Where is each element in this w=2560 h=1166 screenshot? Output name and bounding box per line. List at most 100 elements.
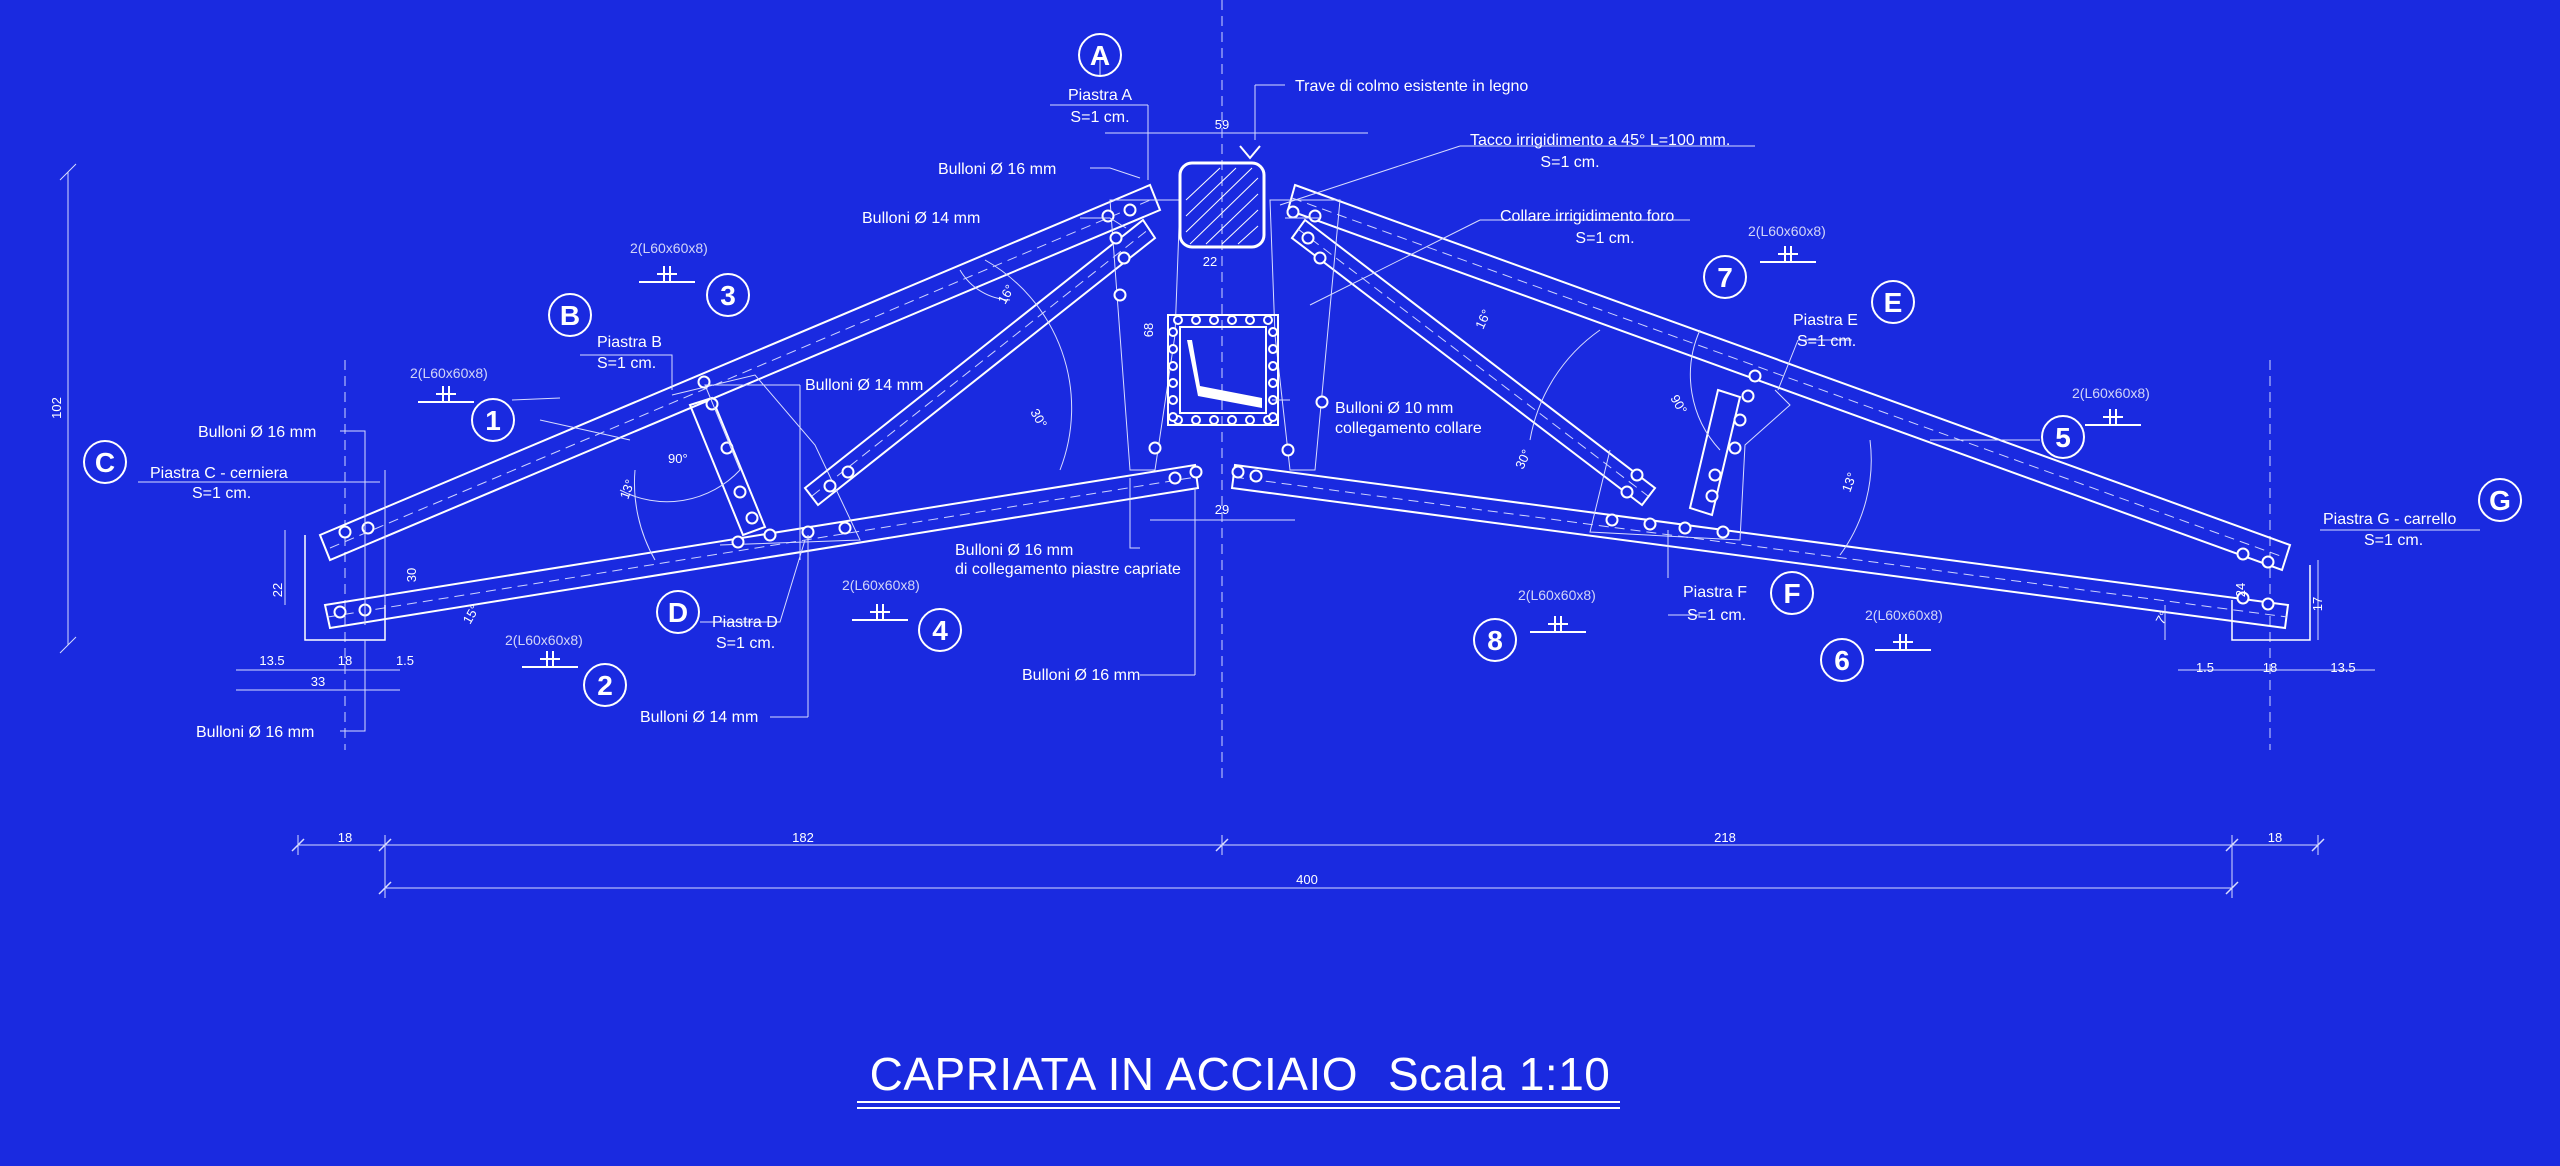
label-bulloni16-center: Bulloni Ø 16 mm [955, 542, 1073, 559]
collar-ring [1167, 314, 1279, 426]
center-axis [344, 0, 2271, 780]
scale-text: Scala 1:10 [1388, 1048, 1610, 1100]
bolt [1168, 412, 1178, 422]
label-collegamento-piastre: di collegamento piastre capriate [955, 561, 1181, 578]
label-piastra-b: Piastra B [597, 334, 662, 351]
label-piastra-f: Piastra F [1683, 584, 1747, 601]
bolt [841, 465, 855, 479]
section-label-8: 2(L60x60x8) [1865, 607, 1943, 623]
dimension-texts: 59 22 68 29 102 22 30 13.5 18 1.5 33 1.5… [49, 117, 2356, 887]
section-label-7: 2(L60x60x8) [1518, 587, 1596, 603]
dim-bottom-218: 218 [1714, 830, 1736, 845]
bolt [1113, 288, 1127, 302]
angle-90-left: 90° [668, 451, 688, 466]
dim-bottom-18-left: 18 [338, 830, 352, 845]
marker-n6: 6 [1820, 638, 1864, 682]
marker-d: D [656, 590, 700, 634]
bolt [1168, 471, 1182, 485]
angle-30-right: 30° [1512, 447, 1534, 471]
strut-left [688, 396, 767, 537]
diagonal-left [803, 218, 1157, 507]
bolt [1705, 489, 1719, 503]
angle-arcs [619, 259, 1872, 561]
label-piastra-c: Piastra C - cerniera [150, 465, 288, 482]
bolt [1733, 413, 1747, 427]
bolt [2261, 555, 2275, 569]
dimension-lines [59, 132, 2375, 898]
label-bulloni14-mid: Bulloni Ø 14 mm [805, 377, 923, 394]
bolt [2236, 591, 2250, 605]
bolt [1227, 415, 1237, 425]
bolt [1268, 344, 1278, 354]
annotations: Piastra A S=1 cm. Trave di colmo esisten… [150, 78, 2456, 741]
bolt-pattern [333, 203, 2275, 619]
angle-13-right: 13° [1839, 470, 1860, 494]
angle-section-symbol [852, 604, 908, 621]
section-label-6: 2(L60x60x8) [2072, 385, 2150, 401]
section-label-2: 2(L60x60x8) [410, 365, 488, 381]
angle-section-symbol [639, 266, 695, 283]
label-piastra-a: Piastra A [1068, 87, 1132, 104]
marker-label: F [1783, 578, 1800, 609]
bolt [333, 605, 347, 619]
label-bulloni16-left: Bulloni Ø 16 mm [198, 424, 316, 441]
dim-13-5-left: 13.5 [259, 653, 284, 668]
label-bulloni10: Bulloni Ø 10 mm [1335, 400, 1453, 417]
angle-16-left: 16° [995, 282, 1018, 307]
marker-label: 4 [932, 615, 948, 646]
dim-102: 102 [49, 397, 64, 419]
bolt [1173, 315, 1183, 325]
label-piastra-d-s: S=1 cm. [716, 635, 775, 652]
dim-1-5-right: 1.5 [2196, 660, 2214, 675]
section-label-3: 2(L60x60x8) [505, 632, 583, 648]
bolt [1245, 315, 1255, 325]
label-collare-s: S=1 cm. [1575, 230, 1634, 247]
dim-bottom-18-right: 18 [2268, 830, 2282, 845]
dim-30: 30 [404, 568, 419, 582]
bolt [1191, 415, 1201, 425]
label-bulloni16-bottom: Bulloni Ø 16 mm [1022, 667, 1140, 684]
bolt [1678, 521, 1692, 535]
bolt [1268, 412, 1278, 422]
bolt [1268, 361, 1278, 371]
marker-a: A [1078, 33, 1122, 77]
label-tacco: Tacco irrigidimento a 45° L=100 mm. [1470, 132, 1730, 149]
angle-section-symbol [2085, 409, 2141, 426]
angle-section-symbol [1760, 246, 1816, 263]
bolt [1123, 203, 1137, 217]
leader-lines [138, 60, 2480, 732]
bolt [823, 479, 837, 493]
marker-label: B [560, 300, 580, 331]
dim-17: 17 [2310, 597, 2325, 611]
top-chord-left [318, 183, 1162, 562]
bolt [1263, 315, 1273, 325]
bolt [1231, 465, 1245, 479]
plate-e-f [1589, 389, 1791, 541]
dim-bottom-400: 400 [1296, 872, 1318, 887]
marker-n5: 5 [2041, 415, 2085, 459]
bolt [745, 511, 759, 525]
bolt [763, 528, 777, 542]
label-collare: Collare irrigidimento foro [1500, 208, 1674, 225]
marker-n4: 4 [918, 608, 962, 652]
section-labels: 2(L60x60x8) 2(L60x60x8) 2(L60x60x8) 2(L6… [410, 223, 2150, 648]
bolt [1741, 389, 1755, 403]
strut-right [1688, 388, 1742, 517]
bolt [1189, 465, 1203, 479]
bolt [1109, 231, 1123, 245]
label-piastra-e-s: S=1 cm. [1797, 333, 1856, 350]
bolt [2261, 597, 2275, 611]
top-chord-right [1286, 183, 2292, 572]
bolt [1168, 344, 1178, 354]
bolt [1168, 327, 1178, 337]
dim-18-left: 18 [338, 653, 352, 668]
bolt [1281, 443, 1295, 457]
bolt [1245, 415, 1255, 425]
label-bulloni16-top: Bulloni Ø 16 mm [938, 161, 1056, 178]
bolt [1268, 378, 1278, 388]
label-piastra-f-s: S=1 cm. [1687, 607, 1746, 624]
plate-a [1109, 199, 1341, 471]
